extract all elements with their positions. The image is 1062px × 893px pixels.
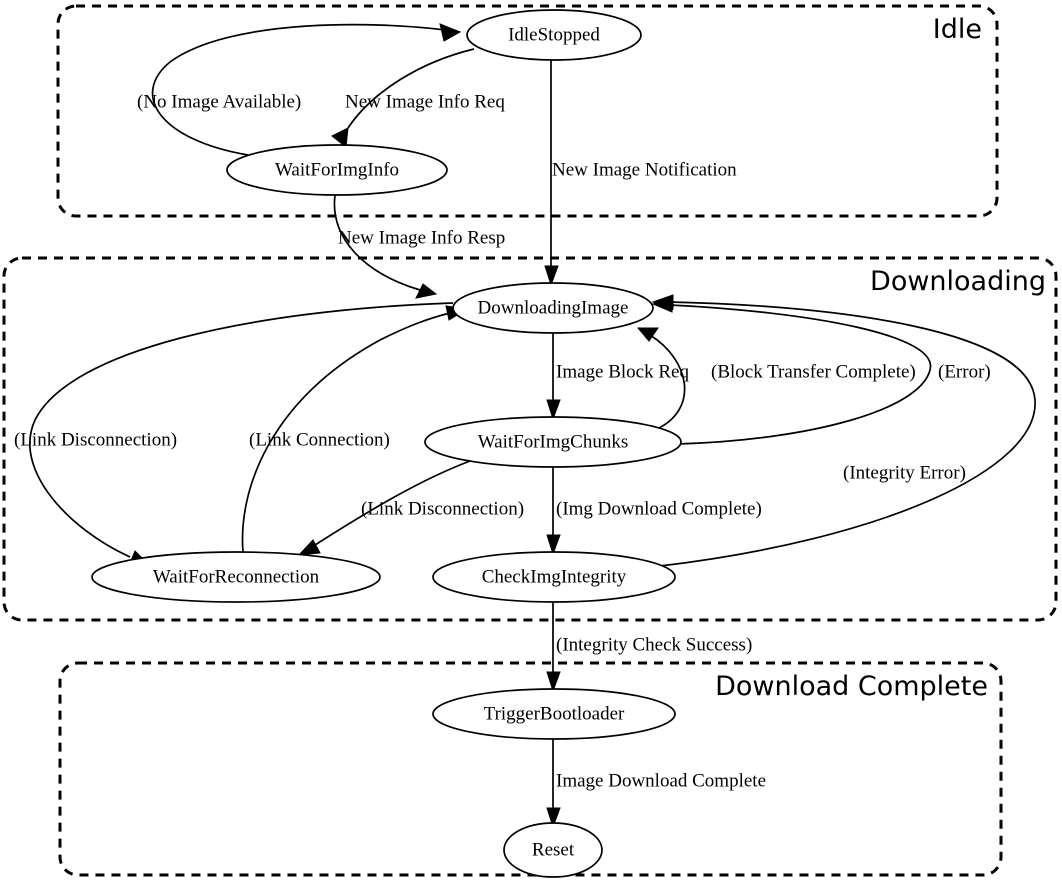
edges-layer — [29, 23, 1036, 829]
state-node-shape-DownloadingImage[interactable] — [452, 282, 654, 334]
edge-e13 — [546, 602, 561, 693]
edge-arrowhead-e6 — [636, 327, 659, 342]
edge-label-e7: (Error) — [938, 361, 991, 382]
edge-path-e10 — [241, 312, 451, 553]
state-node-shape-CheckImgIntegrity[interactable] — [432, 551, 676, 603]
cluster-border-download_complete — [58, 661, 1003, 877]
state-node-shape-TriggerBootloader[interactable] — [432, 688, 676, 740]
edge-label-e3: New Image Notification — [552, 159, 737, 180]
state-node-IdleStopped[interactable]: IdleStopped — [466, 9, 642, 61]
state-node-shape-WaitForImgInfo[interactable] — [226, 144, 448, 196]
edge-arrowhead-e1 — [439, 23, 462, 42]
edge-label-e11: (Link Disconnection) — [361, 498, 524, 519]
edge-path-e2 — [347, 48, 475, 129]
edge-label-e14: Image Download Complete — [556, 770, 766, 791]
edge-arrowhead-e14 — [546, 807, 561, 829]
edge-e4 — [333, 194, 438, 299]
state-node-shape-WaitForReconnection[interactable] — [91, 551, 381, 603]
edge-label-e1: (No Image Available) — [137, 91, 301, 112]
state-node-label-CheckImgIntegrity: CheckImgIntegrity — [482, 566, 627, 587]
edge-e14 — [546, 739, 561, 829]
edge-label-e2: New Image Info Req — [345, 91, 505, 112]
state-node-WaitForImgInfo[interactable]: WaitForImgInfo — [226, 144, 448, 196]
edge-arrowhead-e12 — [546, 534, 561, 556]
edge-label-e10: (Link Connection) — [249, 429, 390, 450]
edge-arrowhead-e3 — [544, 265, 559, 287]
edge-label-e13: (Integrity Check Success) — [556, 634, 752, 655]
edge-label-e4: New Image Info Resp — [338, 227, 505, 248]
edge-e6 — [636, 327, 686, 431]
cluster-border-idle — [56, 4, 999, 218]
nodes-layer: IdleStoppedWaitForImgInfoDownloadingImag… — [91, 9, 682, 878]
edge-label-e6: (Block Transfer Complete) — [711, 361, 916, 382]
cluster-downloading: Downloading — [2, 256, 1058, 622]
state-node-shape-IdleStopped[interactable] — [466, 9, 642, 61]
cluster-idle: Idle — [56, 4, 999, 218]
edge-arrowhead-e2 — [331, 127, 349, 148]
edge-e3 — [544, 60, 559, 287]
state-node-label-WaitForImgInfo: WaitForImgInfo — [275, 159, 399, 180]
edge-label-e9: (Link Disconnection) — [14, 429, 177, 450]
edge-e1 — [151, 23, 462, 156]
edge-labels-layer: (No Image Available) New Image Info ReqNe… — [14, 91, 991, 791]
state-node-DownloadingImage[interactable]: DownloadingImage — [452, 282, 654, 334]
edge-arrowhead-e4 — [415, 283, 438, 299]
state-node-label-WaitForReconnection: WaitForReconnection — [153, 566, 320, 587]
edge-arrowhead-e13 — [546, 671, 561, 693]
state-node-CheckImgIntegrity[interactable]: CheckImgIntegrity — [432, 551, 676, 603]
edge-path-e1 — [151, 23, 461, 156]
edge-arrowhead-e11 — [297, 539, 321, 556]
edge-label-e5: Image Block Req — [556, 361, 689, 382]
state-node-label-Reset: Reset — [532, 839, 575, 860]
cluster-label-download_complete: Download Complete — [715, 671, 988, 702]
edge-e11 — [297, 460, 471, 556]
cluster-label-idle: Idle — [933, 14, 982, 45]
edge-path-e6 — [649, 334, 686, 431]
state-node-TriggerBootloader[interactable]: TriggerBootloader — [432, 688, 676, 740]
edge-e2 — [331, 48, 475, 148]
state-node-label-IdleStopped: IdleStopped — [508, 24, 600, 45]
edge-path-e7 — [669, 304, 932, 445]
state-node-label-DownloadingImage: DownloadingImage — [478, 297, 629, 318]
edge-e8 — [651, 294, 1036, 567]
state-node-label-WaitForImgChunks: WaitForImgChunks — [478, 431, 628, 452]
state-node-WaitForImgChunks[interactable]: WaitForImgChunks — [424, 416, 682, 468]
cluster-label-downloading: Downloading — [870, 266, 1046, 297]
state-node-shape-WaitForImgChunks[interactable] — [424, 416, 682, 468]
edge-path-e11 — [314, 460, 471, 546]
edge-label-e8: (Integrity Error) — [843, 462, 966, 483]
edge-path-e9 — [29, 302, 454, 558]
state-node-label-TriggerBootloader: TriggerBootloader — [484, 703, 625, 724]
edge-path-e4 — [333, 194, 421, 291]
cluster-border-downloading — [2, 256, 1058, 622]
state-node-shape-Reset[interactable] — [503, 822, 603, 878]
edge-path-e8 — [659, 301, 1036, 567]
state-node-Reset[interactable]: Reset — [503, 822, 603, 878]
edge-arrowhead-e5 — [546, 399, 561, 421]
edge-arrowhead-e8 — [651, 294, 674, 310]
edge-label-e12: (Img Download Complete) — [556, 498, 762, 519]
cluster-download_complete: Download Complete — [58, 661, 1003, 877]
edge-e5 — [546, 333, 561, 421]
state-node-WaitForReconnection[interactable]: WaitForReconnection — [91, 551, 381, 603]
edge-e12 — [546, 467, 561, 556]
